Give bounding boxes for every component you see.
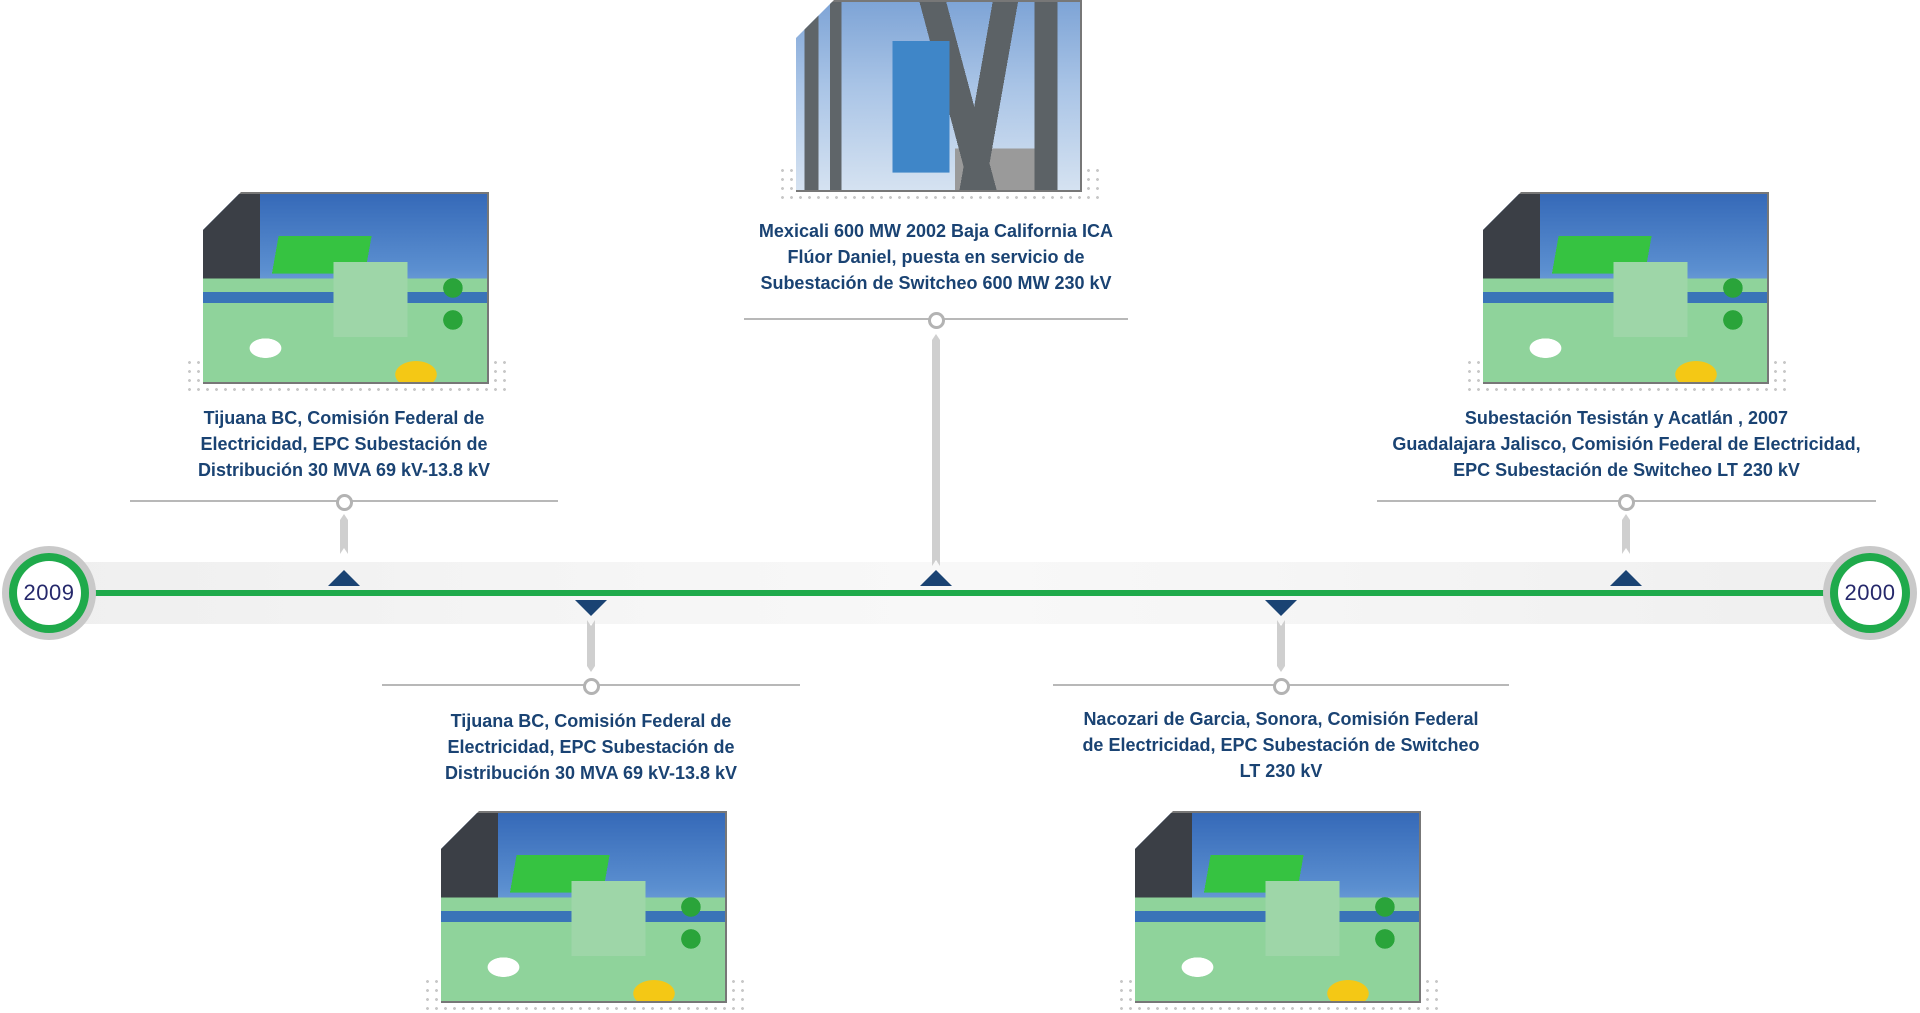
event-stem (1622, 514, 1630, 554)
event-stem (932, 334, 940, 566)
event-photo-4 (1117, 811, 1439, 1011)
year-label-start: 2009 (17, 561, 81, 625)
caption-line: EPC Subestación de Switcheo LT 230 kV (1453, 460, 1800, 480)
event-node-circle (336, 494, 353, 511)
marker-triangle-up-icon (920, 570, 952, 586)
event-node-circle (583, 678, 600, 695)
substation-transformer-photo (203, 192, 489, 384)
marker-triangle-up-icon (1610, 570, 1642, 586)
event-node-circle (1618, 494, 1635, 511)
caption-line: Electricidad, EPC Subestación de (447, 737, 735, 757)
event-stem (1277, 620, 1285, 672)
caption-line: Distribución 30 MVA 69 kV-13.8 kV (444, 763, 738, 783)
event-caption-4: Nacozari de Garcia, Sonora, Comisión Fed… (1053, 706, 1509, 784)
caption-line: Flúor Daniel, puesta en servicio de (787, 247, 1085, 267)
event-stem (340, 514, 348, 554)
marker-triangle-up-icon (328, 570, 360, 586)
caption-line: Subestación Tesistán y Acatlán , 2007 (1464, 408, 1789, 428)
year-label-end: 2000 (1838, 561, 1902, 625)
year-badge-end: 2000 (1823, 546, 1917, 640)
event-node-circle (928, 312, 945, 329)
event-caption-5: Subestación Tesistán y Acatlán , 2007 Gu… (1377, 405, 1876, 483)
event-photo-1 (185, 192, 507, 392)
timeline-line (60, 590, 1860, 596)
caption-line: Subestación de Switcheo 600 MW 230 kV (760, 273, 1112, 293)
event-photo-2 (423, 811, 745, 1011)
caption-line: Distribución 30 MVA 69 kV-13.8 kV (197, 460, 491, 480)
caption-line: Nacozari de Garcia, Sonora, Comisión Fed… (1083, 709, 1479, 729)
substation-transformer-photo (1483, 192, 1769, 384)
marker-triangle-down-icon (575, 600, 607, 616)
event-caption-2: Tijuana BC, Comisión Federal de Electric… (382, 708, 800, 786)
event-stem (587, 620, 595, 672)
event-photo-3 (778, 0, 1100, 200)
event-caption-3: Mexicali 600 MW 2002 Baja California ICA… (744, 218, 1128, 296)
caption-line: de Electricidad, EPC Subestación de Swit… (1082, 735, 1480, 755)
caption-line: Tijuana BC, Comisión Federal de (203, 408, 485, 428)
caption-line: Electricidad, EPC Subestación de (200, 434, 488, 454)
event-node-circle (1273, 678, 1290, 695)
caption-line: Guadalajara Jalisco, Comisión Federal de… (1392, 434, 1861, 454)
substation-transformer-photo (1135, 811, 1421, 1003)
year-badge-start: 2009 (2, 546, 96, 640)
caption-line: Tijuana BC, Comisión Federal de (450, 711, 732, 731)
substation-insulators-photo (796, 0, 1082, 192)
marker-triangle-down-icon (1265, 600, 1297, 616)
substation-transformer-photo (441, 811, 727, 1003)
event-caption-1: Tijuana BC, Comisión Federal de Electric… (130, 405, 558, 483)
caption-line: LT 230 kV (1239, 761, 1323, 781)
event-photo-5 (1465, 192, 1787, 392)
caption-line: Mexicali 600 MW 2002 Baja California ICA (758, 221, 1114, 241)
